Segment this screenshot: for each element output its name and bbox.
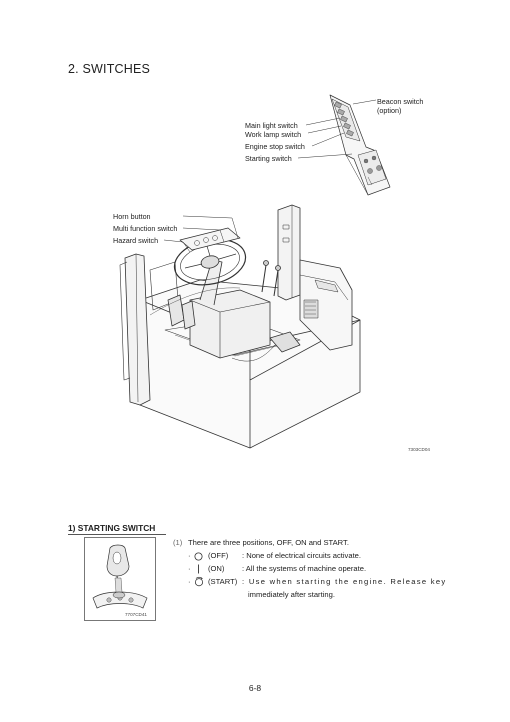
key-switch-illustration bbox=[92, 544, 148, 609]
callout-beacon-option: (option) bbox=[377, 106, 402, 115]
intro-text: There are three positions, OFF, ON and S… bbox=[188, 538, 349, 547]
callout-engine-stop-switch: Engine stop switch bbox=[245, 142, 305, 151]
bullet-off: · bbox=[188, 551, 191, 560]
key-start-icon bbox=[195, 576, 203, 587]
callout-starting-switch: Starting switch bbox=[245, 154, 292, 163]
circle-icon bbox=[194, 552, 203, 561]
callout-multi-function-switch: Multi function switch bbox=[113, 224, 178, 233]
starting-switch-figure: 7707CD41 bbox=[84, 537, 156, 621]
page-number: 6-8 bbox=[248, 683, 262, 693]
label-start: (START) bbox=[208, 577, 238, 586]
callout-main-light-switch: Main light switch bbox=[245, 121, 298, 130]
section-underline bbox=[68, 534, 166, 535]
label-on: (ON) bbox=[208, 564, 225, 573]
description-on: : All the systems of machine operate. bbox=[242, 564, 367, 573]
callout-hazard-switch: Hazard switch bbox=[113, 236, 159, 245]
page-title: 2. SWITCHES bbox=[68, 62, 151, 76]
description-start: : Use when starting the engine. Release … bbox=[242, 577, 447, 586]
main-figure-code: 7303CD04 bbox=[408, 447, 430, 452]
thumb-figure-code: 7707CD41 bbox=[125, 612, 147, 617]
callout-horn-button: Horn button bbox=[113, 212, 151, 221]
vertical-bar-icon bbox=[198, 564, 199, 574]
bullet-start: · bbox=[188, 577, 191, 586]
description-start-continued: immediately after starting. bbox=[248, 590, 335, 599]
callout-beacon-switch: Beacon switch bbox=[377, 97, 424, 106]
cab-interior-illustration bbox=[119, 94, 391, 449]
callout-work-lamp-switch: Work lamp switch bbox=[245, 130, 302, 139]
bullet-on: · bbox=[188, 564, 191, 573]
intro-number: (1) bbox=[173, 538, 183, 547]
label-off: (OFF) bbox=[208, 551, 229, 560]
section-heading-starting-switch: 1) STARTING SWITCH bbox=[68, 523, 156, 533]
description-off: : None of electrical circuits activate. bbox=[242, 551, 362, 560]
